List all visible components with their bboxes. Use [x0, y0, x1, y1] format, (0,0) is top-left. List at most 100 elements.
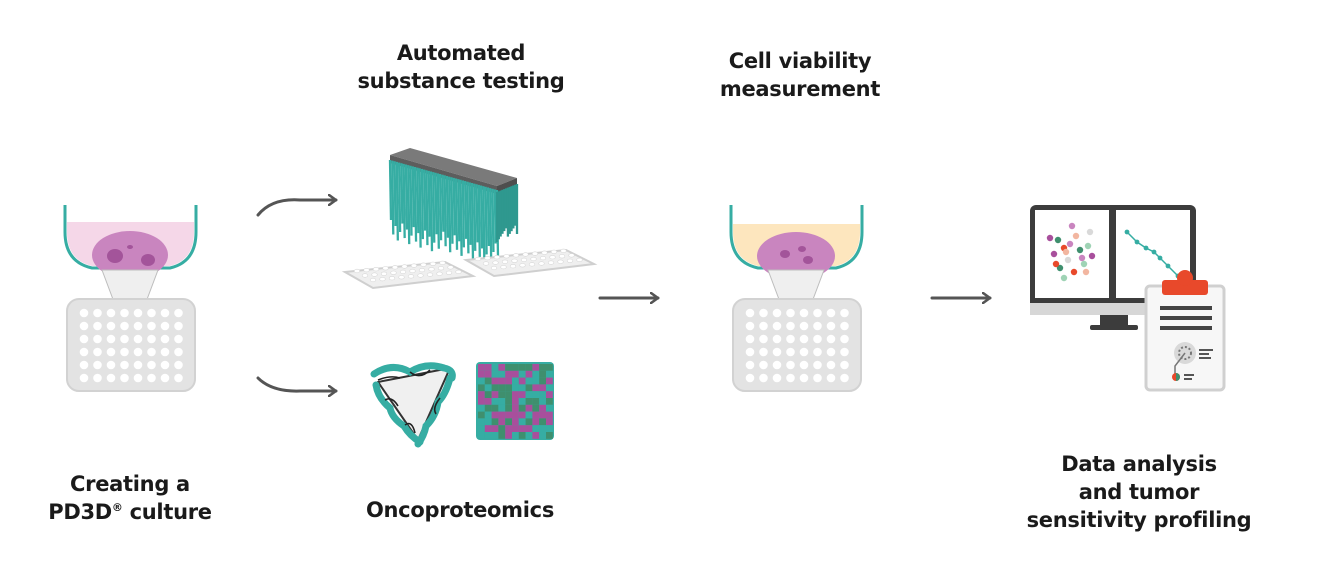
- heatmap-cell: [525, 391, 533, 398]
- heatmap-cell: [539, 364, 546, 371]
- plate-well: [826, 334, 836, 344]
- scatter-point: [1060, 274, 1068, 282]
- plate-well: [79, 347, 89, 357]
- heatmap-cell: [532, 364, 540, 371]
- lid-well: [426, 272, 434, 277]
- dispenser-tip: [459, 179, 463, 256]
- lid-well: [455, 269, 462, 275]
- heatmap-cell: [546, 384, 553, 392]
- scatter-point: [1082, 268, 1090, 276]
- heatmap-cell: [505, 377, 512, 385]
- plate-well: [93, 308, 102, 318]
- plate-well: [147, 373, 156, 383]
- plate-well: [745, 373, 755, 383]
- lid-well: [371, 272, 378, 277]
- plate-well: [133, 360, 143, 370]
- dispenser-tip: [479, 185, 484, 249]
- plate-well: [745, 321, 755, 331]
- heatmap-cell: [525, 404, 533, 412]
- plate-well: [799, 360, 809, 370]
- scatter-point: [1086, 228, 1094, 236]
- heatmap-cell: [484, 384, 492, 392]
- heatmap-cell: [518, 398, 526, 405]
- heatmap-cell: [491, 384, 499, 392]
- plate-well: [79, 373, 89, 383]
- plate-well: [772, 360, 782, 370]
- dispenser-tip: [489, 188, 493, 261]
- heatmap-cell: [525, 398, 533, 405]
- heatmap-cell: [491, 425, 499, 432]
- scatter-point: [1072, 232, 1080, 240]
- heatmap-cell: [518, 391, 526, 398]
- lid-well: [509, 264, 517, 269]
- plate-well: [840, 360, 849, 370]
- arrow-icon: [256, 376, 338, 391]
- line-point: [1165, 263, 1171, 269]
- scatter-point: [1070, 268, 1078, 276]
- lid-well: [380, 271, 388, 276]
- lid-well: [549, 255, 556, 260]
- dispenser-tip: [463, 181, 468, 239]
- lid-well: [530, 256, 537, 262]
- heatmap-cell: [525, 425, 533, 432]
- heatmap-cell: [498, 377, 506, 385]
- heatmap-cell: [532, 404, 540, 412]
- heatmap-cell: [478, 398, 485, 405]
- heatmap-cell: [546, 411, 553, 419]
- heatmap-cell: [478, 377, 485, 385]
- monitor-icon: [1030, 205, 1196, 330]
- heatmap-cell: [484, 370, 492, 378]
- plate-well: [147, 360, 156, 370]
- report-clipboard-icon: [1144, 270, 1226, 392]
- heatmap-cell: [512, 418, 519, 426]
- heatmap-cell: [505, 398, 512, 405]
- heatmap-cell: [539, 432, 546, 439]
- plate-well: [160, 360, 170, 370]
- heatmap-cell: [525, 384, 533, 392]
- heatmap-cell: [512, 370, 519, 378]
- dispenser-tip: [420, 168, 425, 240]
- lid-well: [369, 277, 377, 283]
- lid-well: [399, 269, 407, 275]
- heatmap-cell: [491, 418, 499, 426]
- heatmap-cell: [498, 411, 506, 419]
- plate-well: [772, 308, 782, 318]
- plate-well: [147, 308, 156, 318]
- heatmap-cell: [505, 391, 512, 398]
- dispenser-tip: [436, 173, 440, 249]
- plate-well: [133, 321, 143, 331]
- label-line: Automated: [396, 41, 526, 65]
- heatmap-cell: [512, 377, 519, 385]
- scatter-point: [1080, 260, 1088, 268]
- label-line: measurement: [719, 77, 881, 101]
- heatmap-cell: [525, 411, 533, 419]
- heatmap-cell: [498, 418, 506, 426]
- lid-well: [439, 260, 446, 266]
- plate-well: [174, 308, 183, 318]
- heatmap-cell: [539, 391, 546, 398]
- heatmap-cell: [478, 418, 485, 426]
- label-part: culture: [122, 500, 212, 524]
- lid-well: [417, 273, 424, 278]
- dispenser-tip: [477, 184, 481, 257]
- heatmap-cell: [546, 391, 553, 398]
- heatmap-cell: [539, 384, 546, 392]
- heatmap-cell: [498, 404, 506, 412]
- heatmap-cell: [498, 391, 506, 398]
- dispenser-tip: [443, 175, 447, 247]
- heatmap-cell: [512, 364, 519, 371]
- plate-well: [799, 308, 809, 318]
- plate-well: [840, 334, 849, 344]
- lid-well: [557, 259, 564, 264]
- heatmap-cell: [498, 432, 506, 439]
- plate-well: [745, 308, 755, 318]
- dispenser-tip: [434, 172, 438, 235]
- lid-well: [429, 261, 437, 266]
- heatmap-cell: [518, 411, 526, 419]
- dispenser-tip: [454, 178, 459, 250]
- plate-well: [759, 334, 768, 344]
- plate-well: [120, 347, 129, 357]
- dispenser-tip: [395, 161, 399, 241]
- heatmap-cell: [512, 398, 519, 405]
- lid-well: [493, 255, 501, 260]
